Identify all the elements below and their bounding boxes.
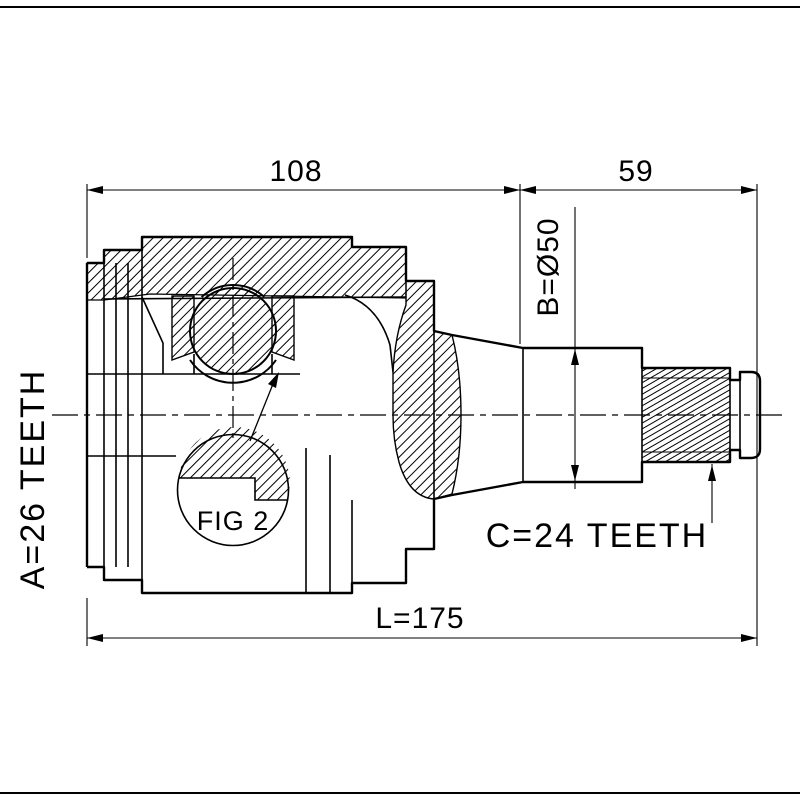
dimension-labels: 108 59 B=Ø50 A=26 TEETH C=24 TEETH L=175 xyxy=(14,155,709,635)
dimensions: 108 59 B=Ø50 A=26 TEETH C=24 TEETH L=175 xyxy=(14,155,758,646)
overall-length-label: L=175 xyxy=(375,602,464,635)
outline-lower xyxy=(87,448,762,595)
body-length-label: 108 xyxy=(269,155,322,188)
fig2-circle xyxy=(176,433,290,547)
arrowhead xyxy=(520,186,536,194)
arrowhead xyxy=(87,634,103,642)
arrowhead xyxy=(87,186,103,194)
arrowhead xyxy=(571,465,579,481)
cavity-funnel xyxy=(141,296,164,374)
outline-upper xyxy=(87,235,762,382)
arrowhead xyxy=(708,465,716,481)
arrowhead xyxy=(741,634,757,642)
cavity-back-face xyxy=(344,294,394,373)
fig2-label: FIG 2 xyxy=(197,506,270,536)
page-border xyxy=(0,6,800,794)
shaft-diameter-label: B=Ø50 xyxy=(532,217,565,316)
fig2-step-line xyxy=(179,477,287,501)
dimension-arrowheads xyxy=(87,186,757,642)
shaft-length-label: 59 xyxy=(618,155,653,188)
outer-spline-teeth-label: C=24 TEETH xyxy=(486,517,709,555)
fig2-leader-line xyxy=(249,378,276,442)
housing-neck-hatch xyxy=(392,280,462,500)
section-hatching xyxy=(86,236,730,500)
arrowhead xyxy=(741,186,757,194)
fig2-leader-arrowhead xyxy=(268,372,279,388)
fig2-hatch xyxy=(179,427,290,500)
centerlines xyxy=(52,258,788,442)
race-left-hatch xyxy=(171,295,195,361)
fig2-detail: FIG 2 xyxy=(176,372,290,547)
inner-spline-teeth-label: A=26 TEETH xyxy=(14,369,52,590)
arrowhead xyxy=(571,349,579,365)
arrowhead xyxy=(504,186,520,194)
inner-wall-edge xyxy=(103,296,407,300)
race-right-hatch xyxy=(271,295,295,361)
